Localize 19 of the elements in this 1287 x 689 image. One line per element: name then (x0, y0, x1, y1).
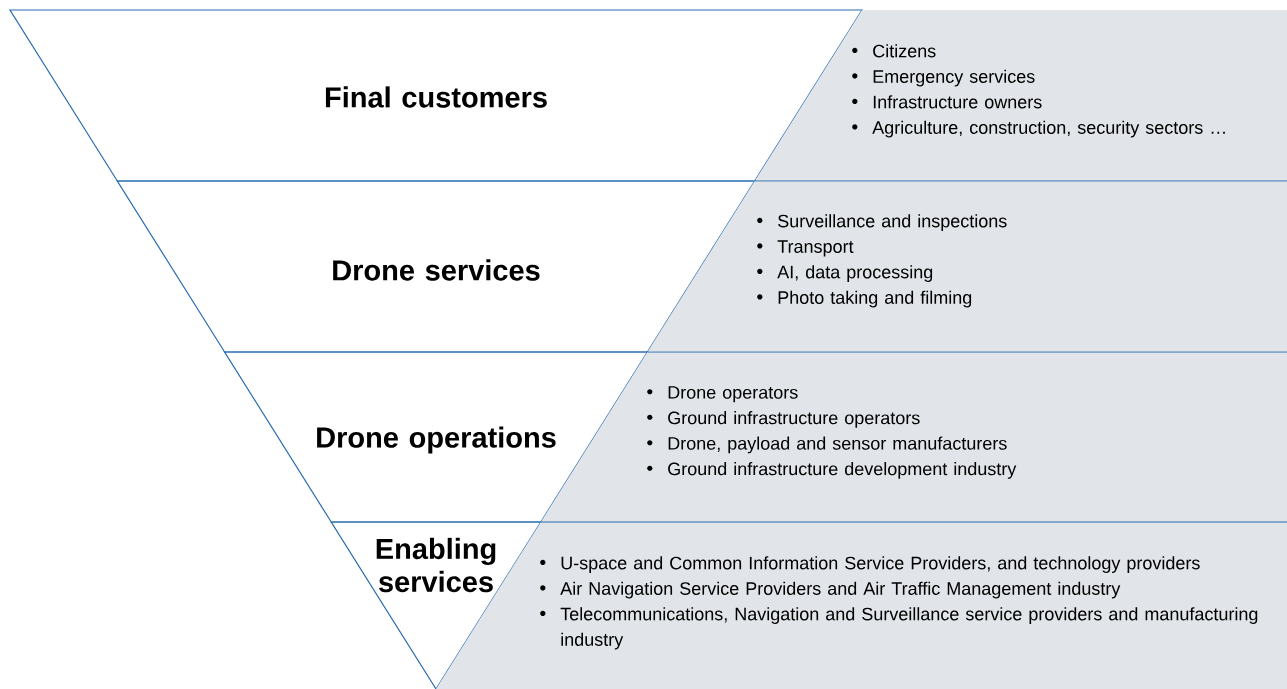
list-panel: Surveillance and inspections Transport AI, data processing Photo taking and filming (647, 181, 1287, 352)
node-label: Drone, payload and sensor manufacturers (668, 436, 1007, 454)
node-label: Air Navigation Service Providers and Air Traffic Management industry (560, 581, 1121, 599)
pyramid-band: Drone services (116, 180, 756, 353)
node-label: Infrastructure owners (873, 95, 1042, 109)
pyramid-band: Enabling services (330, 521, 542, 689)
node-label: Emergency services (873, 69, 1035, 87)
node-label: Surveillance and inspections (778, 214, 1007, 231)
node-label: U-space and Common Information Service Providers, and technology providers (561, 556, 1200, 573)
node-label: Photo taking and filming (778, 290, 972, 308)
node-label: Telecommunications, Navigation and Surveillance service providers and manufacturing industry (560, 607, 1258, 650)
node-label: Citizens (873, 44, 936, 58)
node-label: Drone operators (668, 386, 798, 403)
node-label: Transport (777, 240, 854, 257)
node-label: Ground infrastructure development industry (668, 462, 1017, 479)
node-label: Ground infrastructure operators (668, 411, 920, 428)
node-label: AI, data processing (777, 265, 933, 282)
node-label: Agriculture, construction, security sectors … (872, 120, 1225, 138)
list-panel: Citizens Emergency services Infrastructure owners Agriculture, construction, security sectors … (754, 10, 1287, 181)
